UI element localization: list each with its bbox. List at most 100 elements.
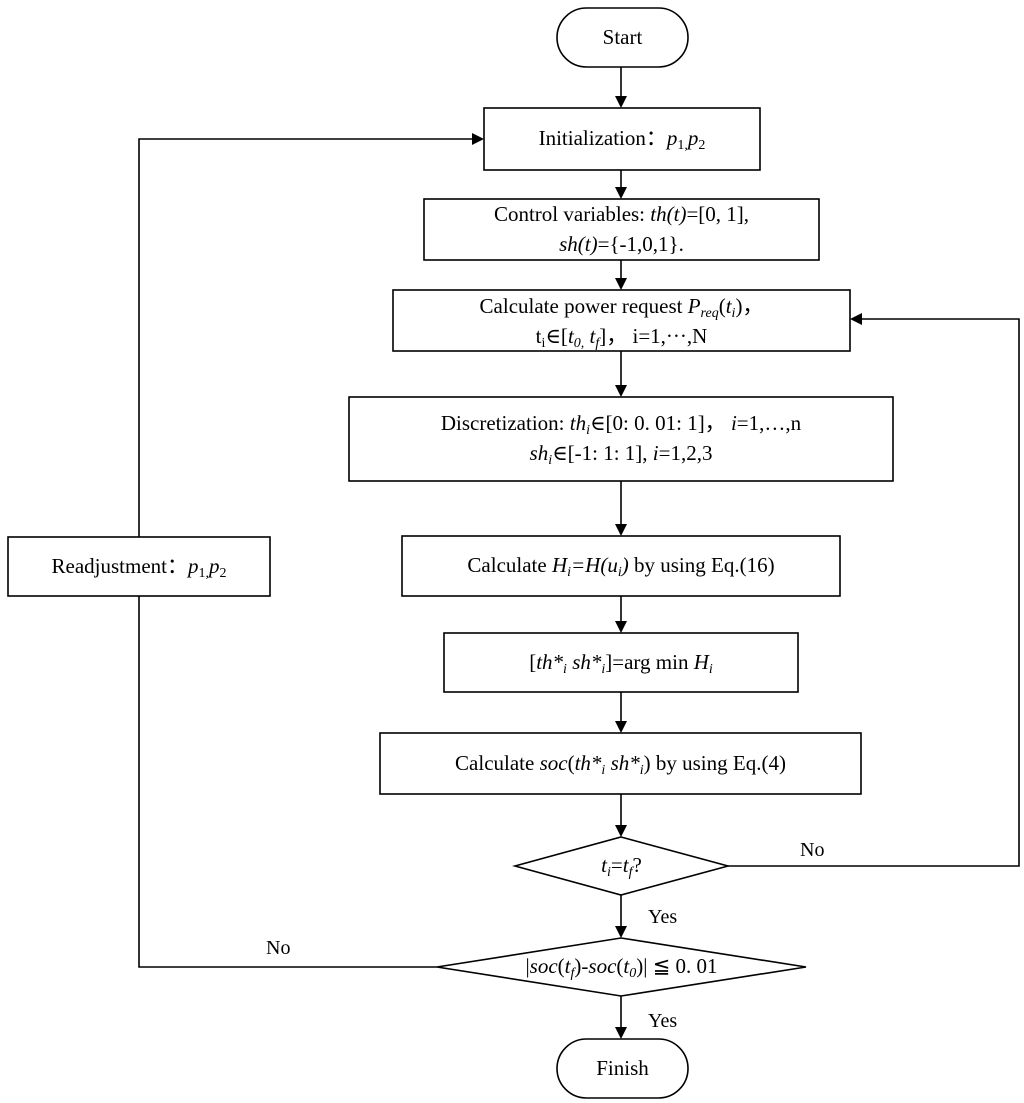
p-req-arg-subscript: i xyxy=(731,306,736,321)
time-check-t-subscript: i xyxy=(607,865,611,880)
soc-prefix: Calculate xyxy=(455,751,540,775)
disc-th-subscript: i xyxy=(586,423,590,438)
readj-p2-symbol: p xyxy=(208,554,220,578)
index-range: ]， i=1,···,N xyxy=(599,324,708,349)
arrow-time-check-no-loop xyxy=(728,313,1020,867)
soc-check-soc-2: soc xyxy=(588,954,617,978)
time-check-tf-subscript: f xyxy=(628,865,633,880)
hamiltonian-u-subscript: i xyxy=(617,565,622,580)
time-check-equals: = xyxy=(610,853,623,877)
discretization-prefix: Discretization: xyxy=(440,411,570,435)
discretization-line-2: shi∈[-1: 1: 1], i=1,2,3 xyxy=(349,438,893,468)
power-request-label: Calculate power request Preq(ti)， ti∈[t0… xyxy=(393,291,850,352)
th-t-symbol: th(t) xyxy=(650,202,687,226)
readj-p2-subscript: 2 xyxy=(219,566,227,581)
argmin-sh-symbol: sh* xyxy=(566,650,602,674)
line-soc-check-no-to-readjustment xyxy=(138,596,437,968)
disc-i-symbol: i xyxy=(730,411,737,435)
argmin-h-subscript: i xyxy=(708,662,713,677)
readjustment-box xyxy=(7,536,271,597)
readj-p1-symbol: p xyxy=(187,554,199,578)
argmin-label: [th*i sh*i]=arg min Hi xyxy=(444,647,798,677)
soc-check-label: |soc(tf)-soc(t0)| ≦ 0. 01 xyxy=(437,951,806,981)
p2-symbol: p xyxy=(687,126,699,150)
soc-symbol: soc xyxy=(539,751,568,775)
soc-check-bar: | xyxy=(525,954,530,978)
disc-sh-subscript: i xyxy=(548,453,553,469)
soc-open: ( xyxy=(567,751,575,775)
finish-node xyxy=(556,1038,689,1099)
disc-i2-range: =1,2,3 xyxy=(658,441,713,466)
sh-set: ={-1,0,1}. xyxy=(597,232,684,257)
tf-subscript: f xyxy=(595,336,600,352)
disc-th-symbol: th xyxy=(569,411,587,435)
control-variables-label: Control variables: th(t)=[0, 1], sh(t)={… xyxy=(424,199,819,260)
soc-sh-subscript: i xyxy=(639,763,644,778)
time-index-subscript: i xyxy=(541,336,546,352)
argmin-h-symbol: H xyxy=(693,650,709,674)
readjustment-prefix: Readjustment： xyxy=(51,554,188,578)
control-variables-box xyxy=(423,198,820,261)
disc-th-range: ∈[0: 0. 01: 1]， xyxy=(589,411,731,435)
disc-i-range: =1,…,n xyxy=(736,411,802,435)
soc-check-open-1: ( xyxy=(557,954,565,978)
initialization-prefix: Initialization： xyxy=(538,126,667,150)
finish-label: Finish xyxy=(596,1056,649,1080)
p-req-open: ( xyxy=(718,294,726,318)
start-node xyxy=(556,7,689,68)
readj-p1-subscript: 1, xyxy=(198,566,209,581)
control-variables-line-2: sh(t)={-1,0,1}. xyxy=(424,229,819,259)
soc-calculation-label: Calculate soc(th*i sh*i) by using Eq.(4) xyxy=(380,748,861,778)
disc-sh-symbol: sh xyxy=(529,441,549,466)
edge-label-yes-1: Yes xyxy=(648,906,678,928)
power-request-line-1: Calculate power request Preq(ti)， xyxy=(393,291,850,321)
tf-symbol: t xyxy=(584,324,596,349)
argmin-sh-subscript: i xyxy=(601,662,606,677)
p1-subscript: 1, xyxy=(677,138,688,153)
discretization-label: Discretization: thi∈[0: 0. 01: 1]， i=1,…… xyxy=(349,408,893,469)
p-req-symbol: P xyxy=(687,294,701,318)
sh-t-symbol: sh(t) xyxy=(559,232,598,257)
time-check-label: ti=tf? xyxy=(515,850,728,880)
argmin-operator: ]=arg min xyxy=(605,650,694,674)
power-request-box xyxy=(392,289,851,352)
p-req-close: )， xyxy=(735,294,764,318)
soc-check-t-1: t xyxy=(564,954,571,978)
hamiltonian-reference: by using Eq.(16) xyxy=(628,553,775,577)
argmin-th-subscript: i xyxy=(563,662,567,677)
soc-sh-symbol: sh* xyxy=(605,751,640,775)
p1-symbol: p xyxy=(666,126,678,150)
control-variables-prefix: Control variables: xyxy=(493,202,651,226)
readjustment-label: Readjustment：p1,p2 xyxy=(8,551,270,581)
control-variables-line-1: Control variables: th(t)=[0, 1], xyxy=(424,199,819,229)
soc-check-open-2: ( xyxy=(616,954,624,978)
hamiltonian-label: Calculate Hi=H(ui) by using Eq.(16) xyxy=(402,550,840,580)
soc-check-t-2: t xyxy=(623,954,630,978)
hamiltonian-h-subscript: i xyxy=(567,565,572,580)
argmin-open: [ xyxy=(529,650,537,674)
p-req-subscript: req xyxy=(700,306,719,321)
edge-label-no-left: No xyxy=(266,937,291,959)
t0-symbol: t xyxy=(567,324,574,349)
element-of-symbol: ∈[ xyxy=(545,324,568,349)
soc-check-sub-1: f xyxy=(570,966,575,981)
soc-th-subscript: i xyxy=(601,763,606,778)
argmin-th-symbol: th* xyxy=(536,650,564,674)
discretization-line-1: Discretization: thi∈[0: 0. 01: 1]， i=1,…… xyxy=(349,408,893,438)
soc-check-soc-1: soc xyxy=(529,954,558,978)
hamiltonian-prefix: Calculate xyxy=(467,553,552,577)
start-label: Start xyxy=(602,25,643,49)
t0-subscript: 0, xyxy=(573,336,585,352)
power-request-line-2: ti∈[t0, tf]， i=1,···,N xyxy=(393,321,850,351)
time-check-question: ? xyxy=(632,853,642,877)
edge-label-no-right: No xyxy=(800,839,825,861)
disc-i2-symbol: i xyxy=(652,441,659,466)
soc-check-close-2: )| xyxy=(636,954,648,978)
hamiltonian-close: ) xyxy=(621,553,629,577)
arrow-readjustment-to-init xyxy=(138,133,484,537)
edge-label-yes-2: Yes xyxy=(648,1010,678,1032)
soc-check-threshold: ≦ 0. 01 xyxy=(647,954,718,978)
soc-th-symbol: th* xyxy=(574,751,602,775)
disc-sh-range: ∈[-1: 1: 1], xyxy=(552,441,653,466)
